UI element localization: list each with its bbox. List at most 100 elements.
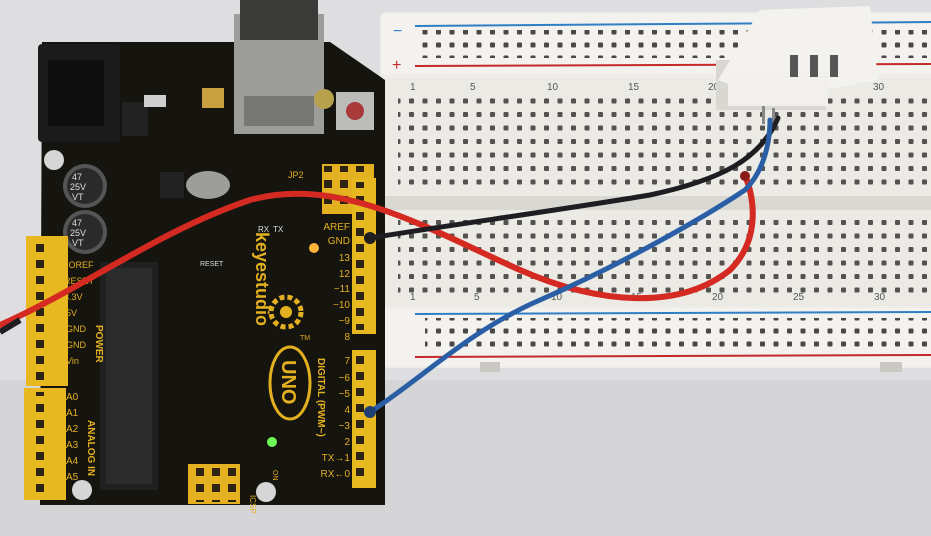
rx-label: RX xyxy=(258,225,270,234)
digital-pin-labels-bottom: 7 ~6 ~5 4 ~3 2 TX→1 RX←0 xyxy=(321,356,351,480)
pin-label: GND xyxy=(66,324,87,334)
sensor-pin xyxy=(772,108,775,126)
sensor-front xyxy=(728,72,828,106)
mounting-hole xyxy=(314,89,334,109)
pin-label: A3 xyxy=(66,440,79,451)
trademark-text: TM xyxy=(300,335,310,342)
col-num: 10 xyxy=(551,292,563,303)
analog-header-pins xyxy=(28,392,48,496)
bottom-rail-holes xyxy=(425,318,931,348)
pin-label: GND xyxy=(328,236,350,247)
usb-cable xyxy=(240,0,318,40)
pin-label: A4 xyxy=(66,456,79,467)
digital-header-bottom-pins xyxy=(356,354,372,484)
pin-label: A0 xyxy=(66,392,79,403)
mounting-hole xyxy=(72,480,92,500)
analog-pin-labels: A0 A1 A2 A3 A4 A5 xyxy=(66,392,79,483)
pin-label: 12 xyxy=(339,269,351,280)
smd-component xyxy=(144,95,166,107)
icsp-label: ICSP xyxy=(248,495,257,514)
pin-label: 5V xyxy=(66,308,77,318)
model-text: UNO xyxy=(277,360,299,404)
capacitor-inner xyxy=(67,214,103,250)
capacitor: 47 25V VT xyxy=(63,210,107,254)
reset-label: RESET xyxy=(200,261,224,268)
red-wire xyxy=(0,172,756,328)
pin-label: 3.3V xyxy=(64,292,83,302)
mounting-hole xyxy=(44,150,64,170)
analog-header-title: ANALOG IN xyxy=(85,420,96,476)
col-num: 10 xyxy=(547,82,559,93)
reset-button-cap xyxy=(346,102,364,120)
rail-plus-label: + xyxy=(392,57,401,74)
cap-text: VT xyxy=(72,238,84,248)
usb-port-shadow xyxy=(244,96,314,126)
digital-header-title: DIGITAL (PWM~) xyxy=(315,358,326,437)
pin-label: RX←0 xyxy=(321,469,351,480)
sensor-vent xyxy=(790,55,798,77)
on-label: ON xyxy=(271,470,278,481)
jp2-label: JP2 xyxy=(288,170,304,180)
capacitor-inner xyxy=(67,168,103,204)
crystal xyxy=(186,171,230,199)
pin-label: ~10 xyxy=(333,300,350,311)
cap-text: 47 xyxy=(72,218,82,228)
col-num: 5 xyxy=(470,82,476,93)
capacitor: 47 25V VT xyxy=(63,164,107,208)
tx-label: TX xyxy=(273,225,284,234)
pin-label: ~9 xyxy=(339,316,351,327)
cap-text: 25V xyxy=(70,228,86,238)
pin-label: 4 xyxy=(344,405,350,416)
red-wire-plug xyxy=(740,171,750,181)
pin-label: A1 xyxy=(66,408,79,419)
brand-logo-text: keyestudio xyxy=(252,232,272,326)
col-num: 30 xyxy=(874,292,886,303)
pin-label: ~5 xyxy=(339,389,351,400)
power-header-title: POWER xyxy=(93,325,104,364)
col-num: 1 xyxy=(410,82,416,93)
pin-label: IOREF xyxy=(66,260,94,270)
cap-text: 25V xyxy=(70,182,86,192)
sensor-vent xyxy=(830,55,838,77)
smd-component xyxy=(202,88,224,108)
terminal-holes-top xyxy=(398,92,931,192)
pin-label: ~6 xyxy=(339,373,351,384)
sensor-pin xyxy=(762,106,765,124)
power-header-pins xyxy=(30,240,50,382)
pin-label: Vin xyxy=(66,356,79,366)
col-num: 25 xyxy=(793,292,805,303)
icsp-pins-bottom xyxy=(190,466,238,502)
small-chip xyxy=(160,172,184,198)
led-l xyxy=(309,243,319,253)
breadboard-foot xyxy=(480,362,500,372)
digital-pin-labels-top: AREF GND 13 12 ~11 ~10 ~9 8 xyxy=(323,222,350,343)
cap-text: 47 xyxy=(72,172,82,182)
pin-label: A2 xyxy=(66,424,79,435)
pin-label: 13 xyxy=(339,253,351,264)
atmega-chip-top xyxy=(106,268,152,484)
center-channel xyxy=(382,196,931,210)
pin-label: ~3 xyxy=(339,421,351,432)
black-wire xyxy=(367,115,781,241)
pin-label: AREF xyxy=(323,222,350,233)
gear-teeth xyxy=(268,294,304,330)
col-num: 20 xyxy=(708,82,720,93)
pin-label: TX→1 xyxy=(322,453,351,464)
digital-header-top-pins xyxy=(356,182,372,330)
voltage-regulator xyxy=(122,102,148,136)
dht-sensor xyxy=(716,6,878,126)
gear-center xyxy=(280,306,292,318)
pin-label: 7 xyxy=(344,356,350,367)
blue-wire xyxy=(367,117,773,415)
pin-label: ~11 xyxy=(334,284,351,295)
pin-label: GND xyxy=(66,340,87,350)
dc-jack-opening xyxy=(48,60,104,126)
pin-label: 2 xyxy=(344,437,350,448)
sensor-vent xyxy=(810,55,818,77)
blue-wire-plug xyxy=(364,406,376,418)
bottom-rail-red-line xyxy=(414,354,931,358)
jumper-wires xyxy=(0,115,781,418)
breadboard-foot xyxy=(880,362,902,372)
black-wire-plug xyxy=(364,232,376,244)
